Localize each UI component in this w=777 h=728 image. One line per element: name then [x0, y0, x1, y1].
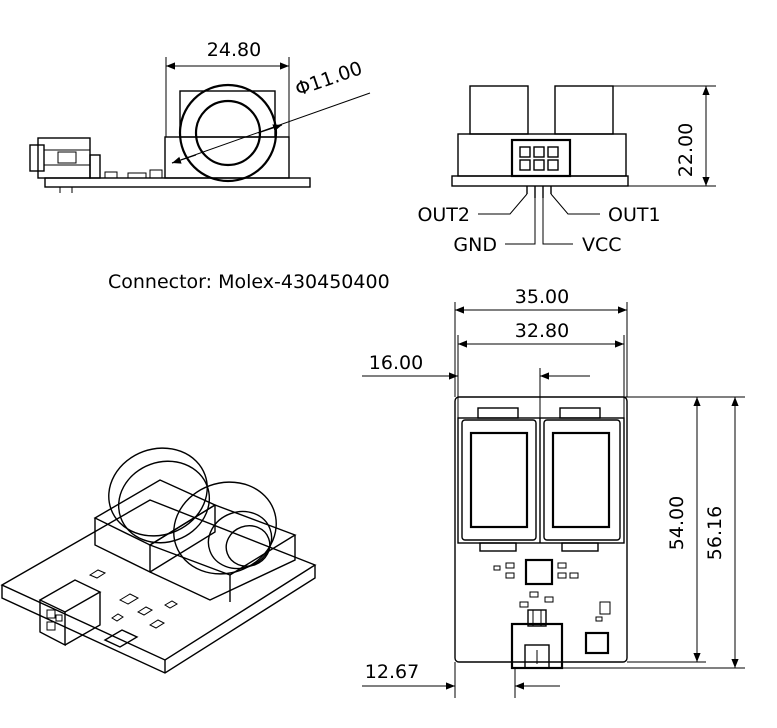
pin-out2-label: OUT2 — [417, 204, 470, 226]
dim-16-00: 16.00 — [369, 352, 423, 374]
front-core-right — [554, 85, 614, 135]
dim-12-67: 12.67 — [365, 661, 419, 683]
top-components — [493, 558, 611, 655]
top-housing — [457, 417, 625, 544]
toroid-outer — [178, 83, 278, 183]
iso-toroid-left — [108, 447, 211, 544]
isometric-view — [0, 447, 317, 674]
front-view: 22.00 OUT2 OUT1 GND VCC — [417, 85, 716, 256]
top-view: 35.00 32.80 16.00 54.00 56.16 12.67 — [362, 286, 745, 698]
front-connector — [510, 138, 572, 178]
pin-vcc-label: VCC — [582, 234, 622, 256]
dim-56-16: 56.16 — [704, 506, 726, 560]
iso-components — [88, 569, 178, 648]
side-view: 24.80 Φ11.00 — [29, 39, 371, 193]
top-board — [454, 396, 628, 663]
side-pcb — [44, 177, 311, 188]
toroid-hole — [194, 99, 262, 167]
pin-out1-label: OUT1 — [608, 204, 661, 226]
iso-toroid-right — [173, 481, 277, 575]
dim-24-80: 24.80 — [207, 39, 261, 61]
front-core-left — [469, 85, 529, 135]
side-connector — [29, 137, 101, 179]
dim-32-80: 32.80 — [515, 320, 569, 342]
dim-diameter: Φ11.00 — [292, 57, 365, 100]
diameter-leader — [171, 92, 371, 164]
dim-35-00: 35.00 — [515, 286, 569, 308]
top-core-left — [469, 431, 529, 529]
pin-gnd-label: GND — [453, 234, 497, 256]
connector-note: Connector: Molex-430450400 — [108, 271, 390, 293]
iso-connector — [38, 579, 102, 647]
front-pcb — [451, 175, 629, 187]
top-core-right — [551, 431, 611, 529]
top-connector — [510, 609, 564, 670]
side-toroid-top — [179, 90, 276, 138]
iso-housing — [93, 479, 297, 602]
dim-54-00: 54.00 — [666, 496, 688, 550]
dim-22-00: 22.00 — [675, 123, 697, 177]
